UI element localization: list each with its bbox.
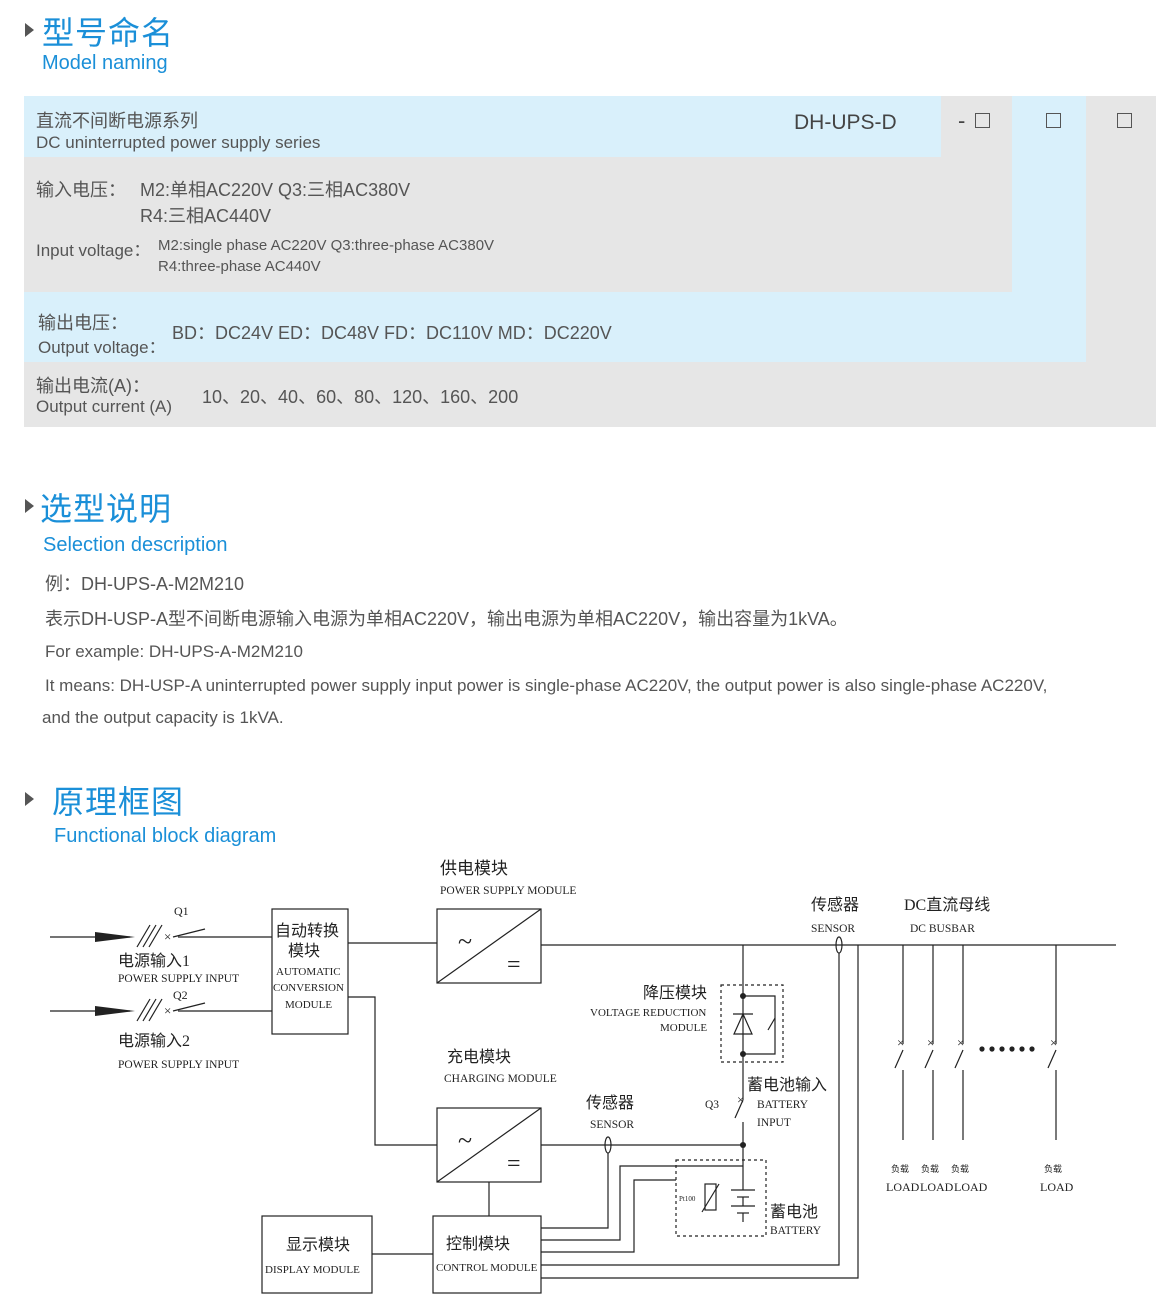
section-title-diagram: 原理框图 [52,784,185,820]
power-input-1-label-en: POWER SUPPLY INPUT [118,973,239,985]
battery-input-label-en-2: INPUT [757,1117,791,1129]
code-dash: - [958,108,966,133]
sensor-mid-label-en: SENSOR [590,1119,634,1131]
voltage-reduction-label-en-1: VOLTAGE REDUCTION [590,1007,706,1019]
load-2-label-cn: 负载 [921,1163,939,1174]
charging-module-label-en: CHARGING MODULE [444,1073,557,1085]
ac-tilde-symbol: ~ [458,1126,472,1155]
output-current-label-en: Output current (A) [36,397,173,416]
battery-label-en: BATTERY [770,1225,822,1237]
control-module-label-en: CONTROL MODULE [436,1262,538,1274]
section-marker-icon [25,23,34,37]
charging-module-label-cn: 充电模块 [447,1048,511,1066]
input-voltage-options-en-1: M2:single phase AC220V Q3:three-phase AC… [158,237,495,254]
code-placeholder-box-3 [1117,113,1132,128]
section-marker-icon [25,792,34,806]
breaker-x-mark: × [957,1035,964,1050]
example-en: For example: DH-UPS-A-M2M210 [45,642,303,661]
sensor-top-label-cn: 传感器 [811,896,859,914]
output-current-label-cn: 输出电流(A)： [36,376,150,396]
power-input-1-label-cn: 电源输入1 [118,952,190,970]
description-en-2: and the output capacity is 1kVA. [42,708,284,727]
input-voltage-label-en: Input voltage： [36,241,151,260]
description-en-1: It means: DH-USP-A uninterrupted power s… [45,676,1048,695]
dc-busbar-label-en: DC BUSBAR [910,923,975,935]
input-voltage-label-cn: 输入电压： [36,180,126,200]
breaker-x-mark: × [164,929,171,944]
dc-equals-symbol: = [507,1151,521,1177]
display-module-label-en: DISPLAY MODULE [265,1264,360,1276]
power-supply-module-label-cn: 供电模块 [440,859,508,878]
dc-busbar-label-cn: DC直流母线 [904,896,990,914]
description-cn: 表示DH-USP-A型不间断电源输入电源为单相AC220V，输出电源为单相AC2… [45,609,848,629]
ats-label-en-1: AUTOMATIC [276,966,341,978]
load-4-label-cn: 负载 [1044,1163,1062,1174]
section-subtitle-diagram: Functional block diagram [54,825,277,847]
section-subtitle-model-naming: Model naming [42,52,168,74]
voltage-reduction-label-en-2: MODULE [660,1022,707,1034]
series-label-en: DC uninterrupted power supply series [36,133,321,152]
breaker-x-mark: × [164,1003,171,1018]
load-3-label-en: LOAD [954,1180,988,1194]
series-label-cn: 直流不间断电源系列 [36,111,198,131]
section-marker-icon [25,499,34,513]
code-placeholder-box-1 [975,113,990,128]
breaker-q2-label: Q2 [173,988,188,1002]
display-module-label-cn: 显示模块 [286,1236,350,1254]
sensor-mid-label-cn: 传感器 [586,1094,634,1112]
dc-equals-symbol: = [507,952,521,978]
breaker-q3-label: Q3 [705,1099,719,1111]
output-current-row [24,362,1156,427]
breaker-x-mark: × [1050,1035,1057,1050]
ats-label-en-3: MODULE [285,999,332,1011]
output-voltage-row [24,292,1086,362]
voltage-reduction-label-cn: 降压模块 [643,984,707,1002]
section-title-model-naming: 型号命名 [42,15,175,51]
ats-label-cn-2: 模块 [288,942,320,960]
power-input-2-label-cn: 电源输入2 [118,1032,190,1050]
load-2-label-en: LOAD [920,1180,954,1194]
ac-tilde-symbol: ~ [458,927,472,956]
output-voltage-label-en: Output voltage： [38,338,166,357]
power-input-2-label-en: POWER SUPPLY INPUT [118,1059,239,1071]
breaker-x-mark: × [897,1035,904,1050]
input-voltage-row [24,157,1012,292]
load-1-label-en: LOAD [886,1180,920,1194]
breaker-q1-label: Q1 [174,904,189,918]
breaker-x-mark: × [737,1092,744,1107]
pt100-label: Pt100 [679,1195,696,1203]
control-module-label-cn: 控制模块 [446,1235,510,1253]
output-voltage-label-cn: 输出电压： [38,313,128,333]
battery-input-label-en-1: BATTERY [757,1099,809,1111]
input-voltage-options-cn-1: M2:单相AC220V Q3:三相AC380V [140,180,411,200]
ats-label-en-2: CONVERSION [273,982,344,994]
sensor-top-label-en: SENSOR [811,923,855,935]
output-voltage-options: BD：DC24V ED：DC48V FD：DC110V MD：DC220V [172,323,612,343]
code-placeholder-box-2 [1046,113,1061,128]
power-supply-module-label-en: POWER SUPPLY MODULE [440,885,576,897]
model-code: DH-UPS-D [794,111,897,134]
example-cn: 例：DH-UPS-A-M2M210 [45,574,245,594]
ats-label-cn-1: 自动转换 [275,922,339,940]
breaker-x-mark: × [927,1035,934,1050]
output-current-options: 10、20、40、60、80、120、160、200 [202,387,519,407]
section-title-selection: 选型说明 [40,491,173,527]
battery-label-cn: 蓄电池 [770,1203,818,1221]
input-voltage-options-en-2: R4:three-phase AC440V [158,258,321,275]
section-subtitle-selection: Selection description [43,534,228,556]
load-4-label-en: LOAD [1040,1180,1074,1194]
battery-input-label-cn: 蓄电池输入 [747,1076,827,1094]
series-row [24,96,941,157]
load-3-label-cn: 负载 [951,1163,969,1174]
load-1-label-cn: 负载 [891,1163,909,1174]
input-voltage-options-cn-2: R4:三相AC440V [140,206,272,226]
